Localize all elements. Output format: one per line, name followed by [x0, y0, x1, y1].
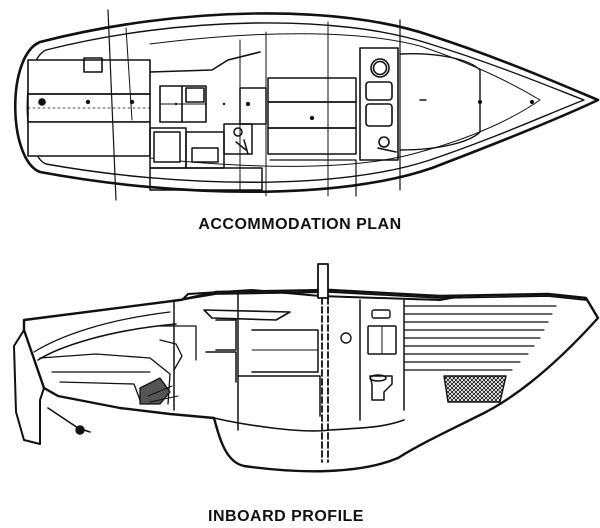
- accommodation-plan: [13, 9, 600, 201]
- plan-centerline-marks: [174, 102, 226, 106]
- portlight: [203, 309, 291, 321]
- tiller-line: [107, 9, 117, 201]
- interior-bulkheads: [173, 291, 405, 431]
- galley-block: [149, 123, 263, 191]
- mast: [317, 263, 329, 463]
- head-compartment: [359, 19, 401, 191]
- propeller: [75, 425, 85, 435]
- round-portlight: [340, 332, 352, 344]
- rudder: [13, 329, 45, 445]
- profile-sheer: [23, 291, 587, 321]
- head-toilet: [369, 374, 393, 401]
- hatch-vent: [371, 309, 391, 319]
- tiller-arm: [149, 51, 261, 73]
- forward-planking: [403, 305, 557, 371]
- companionway: [159, 85, 207, 123]
- tiller: [37, 323, 177, 361]
- plan-hull-outline: [13, 12, 600, 194]
- inboard-profile-caption: INBOARD PROFILE: [208, 508, 364, 525]
- accommodation-plan-caption: ACCOMMODATION PLAN: [198, 216, 402, 233]
- water-tank: [443, 375, 507, 403]
- tiller-line-2: [125, 27, 133, 121]
- tiller-2: [33, 311, 171, 353]
- plan-deck-line: [26, 22, 585, 183]
- cockpit-seating: [27, 57, 151, 157]
- v-berth: [399, 52, 535, 151]
- inboard-profile: [13, 263, 600, 473]
- keel-fairing: [213, 417, 405, 432]
- main-cabin: [239, 21, 357, 197]
- profile-hull: [22, 288, 600, 473]
- cabin-house: [181, 289, 463, 301]
- engine-compartment: [39, 325, 197, 405]
